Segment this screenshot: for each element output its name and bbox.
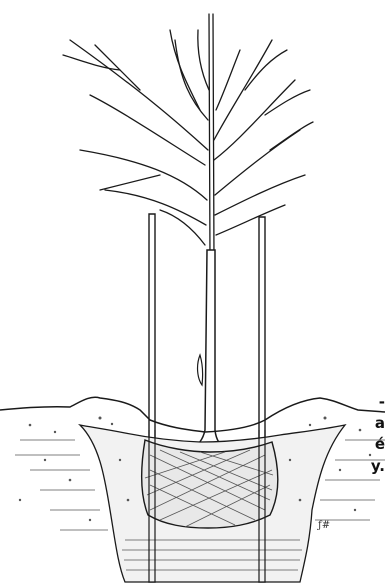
artist-signature: ƒ# — [317, 520, 330, 531]
caption-fragment-4: y. — [371, 456, 385, 476]
caption-fragment-3: é — [375, 434, 385, 454]
tree-crown — [63, 14, 313, 260]
ground-line — [0, 397, 385, 432]
graft-bud — [198, 355, 203, 385]
trunk — [190, 250, 228, 450]
caption-fragment-2: a — [375, 413, 385, 433]
caption-fragment-1: - — [379, 392, 385, 412]
